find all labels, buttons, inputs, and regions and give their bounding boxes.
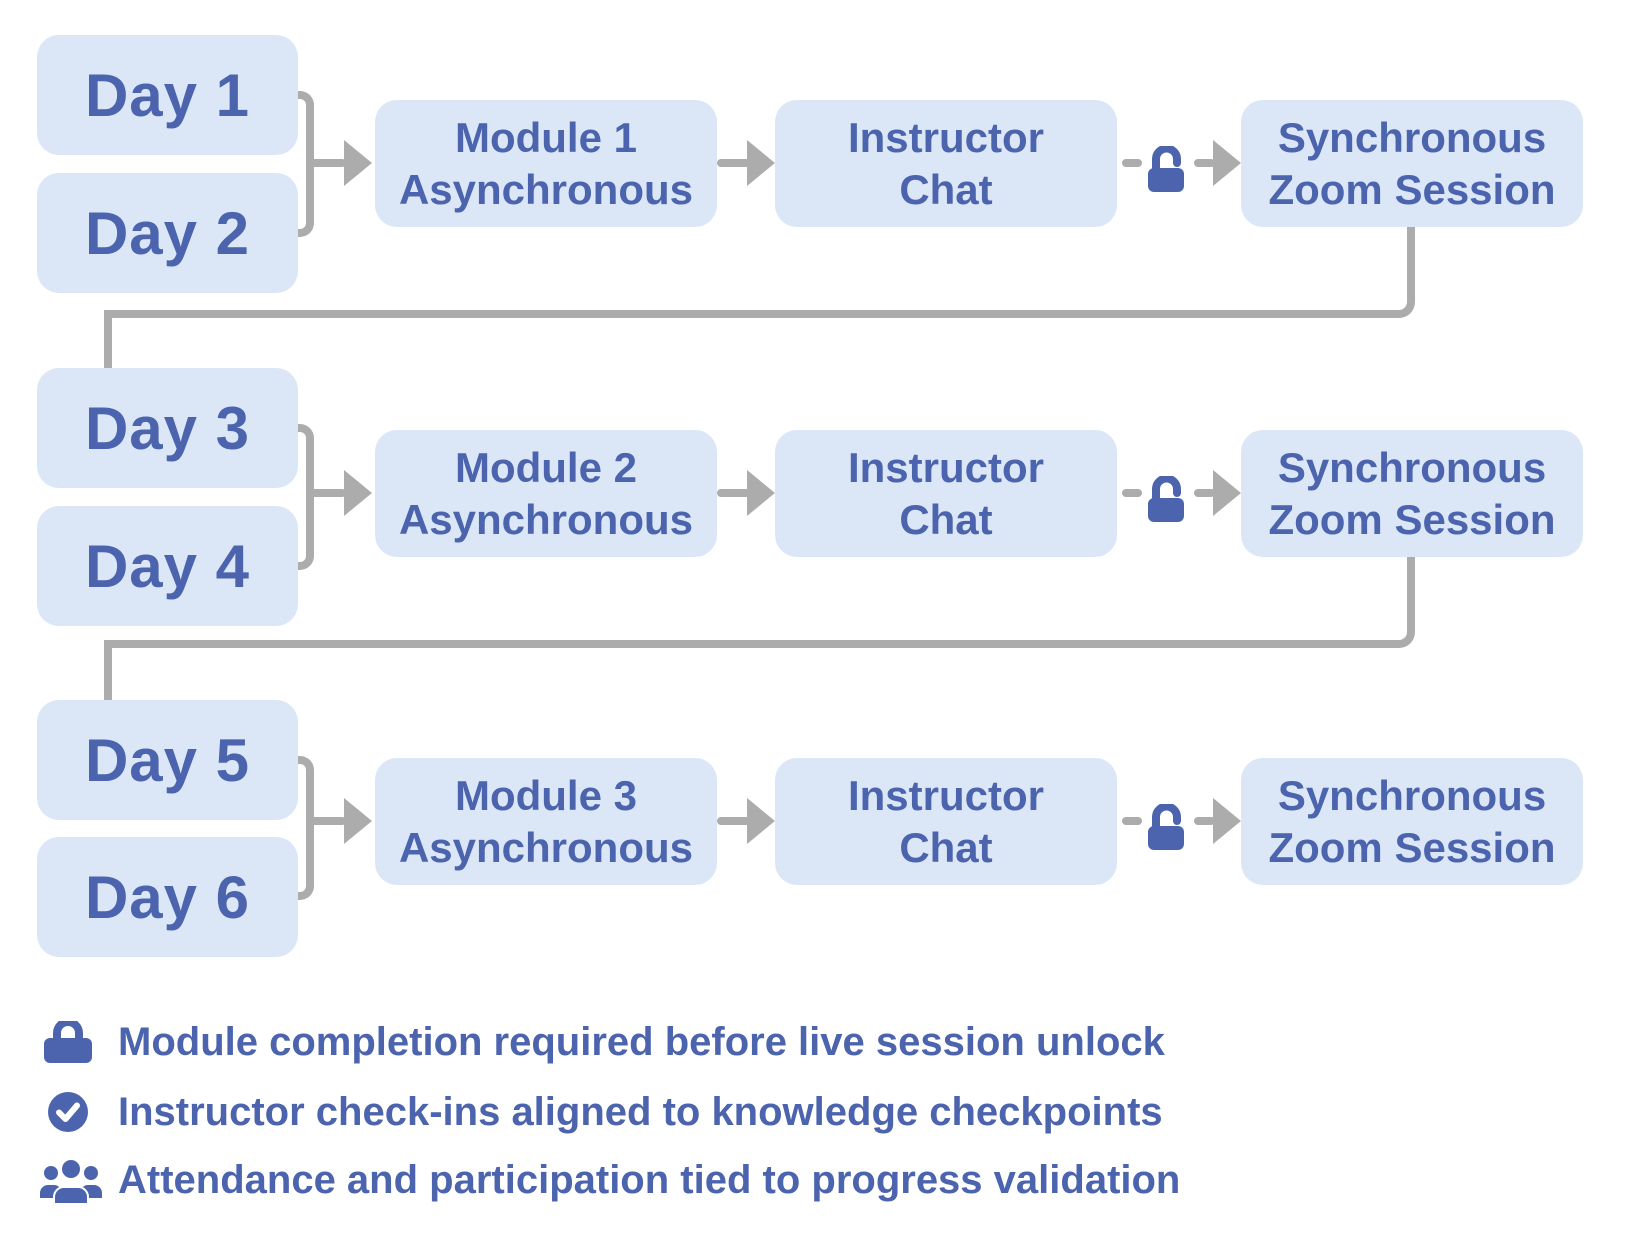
arrow-shaft <box>1194 817 1215 825</box>
module-box: Module 1 Asynchronous <box>375 100 717 227</box>
arrow-shaft <box>717 817 750 825</box>
chat-label: Instructor Chat <box>848 112 1044 214</box>
session-line2: Zoom Session <box>1268 495 1556 543</box>
arrow-right-icon <box>344 798 372 844</box>
users-icon <box>40 1158 102 1204</box>
module-line2: Asynchronous <box>398 823 694 871</box>
session-label: Synchronous Zoom Session <box>1268 112 1555 214</box>
chat-label: Instructor Chat <box>848 770 1044 872</box>
zoom-session-box: Synchronous Zoom Session <box>1241 758 1583 885</box>
connector-dash <box>1122 159 1142 167</box>
arrow-right-icon <box>747 140 775 186</box>
zoom-session-box: Synchronous Zoom Session <box>1241 430 1583 557</box>
arrow-right-icon <box>1213 140 1241 186</box>
arrow-right-icon <box>1213 470 1241 516</box>
legend-label: Instructor check-ins aligned to knowledg… <box>118 1090 1163 1134</box>
connector-dash <box>1122 489 1142 497</box>
chat-line2: Chat <box>899 823 993 871</box>
module-line2: Asynchronous <box>398 165 694 213</box>
arrow-right-icon <box>747 798 775 844</box>
day-box: Day 5 <box>37 700 298 820</box>
arrow-right-icon <box>1213 798 1241 844</box>
arrow-right-icon <box>344 140 372 186</box>
arrow-right-icon <box>344 470 372 516</box>
unlock-icon <box>1148 804 1184 850</box>
chat-line2: Chat <box>899 495 993 543</box>
session-label: Synchronous Zoom Session <box>1268 442 1555 544</box>
legend-label: Attendance and participation tied to pro… <box>118 1158 1181 1202</box>
module-line1: Module 2 <box>454 444 637 492</box>
arrow-shaft <box>717 159 750 167</box>
day-label: Day 1 <box>84 61 251 129</box>
day-box: Day 3 <box>37 368 298 488</box>
instructor-chat-box: Instructor Chat <box>775 430 1117 557</box>
session-line1: Synchronous <box>1277 444 1547 492</box>
day-box: Day 2 <box>37 173 298 293</box>
day-box: Day 6 <box>37 837 298 957</box>
module-line2: Asynchronous <box>398 495 694 543</box>
chat-line1: Instructor <box>847 114 1044 162</box>
session-line2: Zoom Session <box>1268 165 1556 213</box>
day-box: Day 1 <box>37 35 298 155</box>
session-label: Synchronous Zoom Session <box>1268 770 1555 872</box>
arrow-shaft <box>306 159 346 167</box>
day-label: Day 6 <box>84 863 251 931</box>
unlock-icon <box>1148 476 1184 522</box>
zoom-session-box: Synchronous Zoom Session <box>1241 100 1583 227</box>
day-box: Day 4 <box>37 506 298 626</box>
chat-label: Instructor Chat <box>848 442 1044 544</box>
row-connector-elbow <box>104 557 1415 648</box>
chat-line1: Instructor <box>847 772 1044 820</box>
row-connector-stub <box>104 640 112 700</box>
instructor-chat-box: Instructor Chat <box>775 100 1117 227</box>
arrow-shaft <box>717 489 750 497</box>
arrow-shaft <box>306 489 346 497</box>
session-line1: Synchronous <box>1277 114 1547 162</box>
module-line1: Module 1 <box>454 114 637 162</box>
chat-line1: Instructor <box>847 444 1044 492</box>
lock-icon <box>44 1021 92 1063</box>
day-bracket-connector <box>298 424 314 570</box>
module-label: Module 1 Asynchronous <box>399 112 693 214</box>
day-label: Day 5 <box>84 726 251 794</box>
arrow-shaft <box>306 817 346 825</box>
arrow-shaft <box>1194 489 1215 497</box>
day-label: Day 3 <box>84 394 251 462</box>
module-box: Module 3 Asynchronous <box>375 758 717 885</box>
module-label: Module 2 Asynchronous <box>399 442 693 544</box>
legend-label: Module completion required before live s… <box>118 1020 1165 1064</box>
module-box: Module 2 Asynchronous <box>375 430 717 557</box>
module-label: Module 3 Asynchronous <box>399 770 693 872</box>
row-connector-stub <box>104 310 112 368</box>
check-circle-icon <box>48 1092 88 1132</box>
row-connector-elbow <box>104 227 1415 318</box>
arrow-shaft <box>1194 159 1215 167</box>
session-line2: Zoom Session <box>1268 823 1556 871</box>
instructor-chat-box: Instructor Chat <box>775 758 1117 885</box>
chat-line2: Chat <box>899 165 993 213</box>
session-line1: Synchronous <box>1277 772 1547 820</box>
unlock-icon <box>1148 146 1184 192</box>
arrow-right-icon <box>747 470 775 516</box>
module-line1: Module 3 <box>454 772 637 820</box>
day-bracket-connector <box>298 756 314 900</box>
connector-dash <box>1122 817 1142 825</box>
